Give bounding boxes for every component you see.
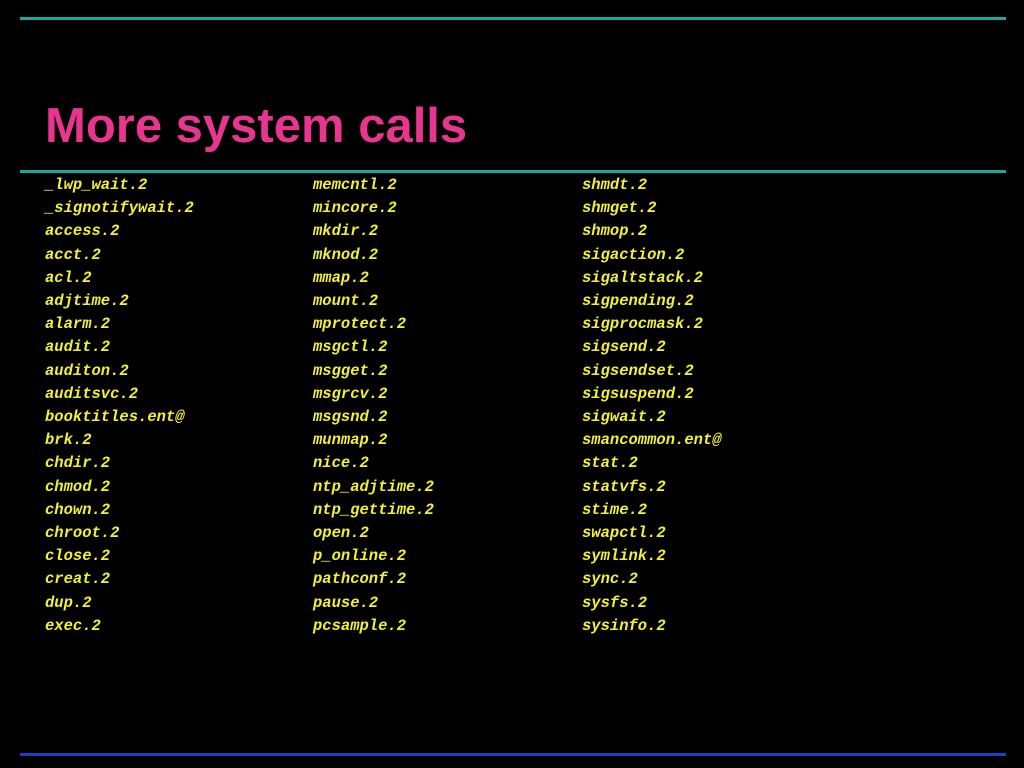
syscall-item: sigsend.2 xyxy=(582,338,666,357)
syscall-item: mkdir.2 xyxy=(313,222,379,241)
syscall-column-2: memcntl.2 mincore.2 mkdir.2 mknod.2 mmap.2 mo… xyxy=(313,174,434,638)
syscall-item: stat.2 xyxy=(582,454,638,473)
syscall-item: shmget.2 xyxy=(582,199,657,218)
syscall-item: mincore.2 xyxy=(313,199,397,218)
syscall-item: munmap.2 xyxy=(313,431,388,450)
syscall-item: mknod.2 xyxy=(313,245,379,264)
syscall-item: memcntl.2 xyxy=(313,176,397,194)
syscall-item: msgrcv.2 xyxy=(313,384,388,403)
syscall-item: sysfs.2 xyxy=(582,593,648,612)
syscall-item: sigaction.2 xyxy=(582,245,685,264)
syscall-item: ntp_adjtime.2 xyxy=(313,477,434,496)
syscall-item: close.2 xyxy=(45,547,111,566)
syscall-item: _signotifywait.2 xyxy=(45,199,194,218)
syscall-item: dup.2 xyxy=(45,593,92,612)
syscall-item: sigaltstack.2 xyxy=(582,268,703,287)
syscall-item: mprotect.2 xyxy=(313,315,407,334)
syscall-item: sigprocmask.2 xyxy=(582,315,703,334)
syscall-item: msgsnd.2 xyxy=(313,408,388,427)
syscall-item: msgctl.2 xyxy=(313,338,388,357)
syscall-item: sigwait.2 xyxy=(582,408,666,427)
syscall-item: p_online.2 xyxy=(313,547,407,566)
syscall-item: booktitles.ent@ xyxy=(45,408,185,427)
syscall-item: auditsvc.2 xyxy=(45,384,139,403)
syscall-item: sysinfo.2 xyxy=(582,616,666,635)
syscall-item: chmod.2 xyxy=(45,477,111,496)
syscall-item: _lwp_wait.2 xyxy=(45,176,148,194)
syscall-item: nice.2 xyxy=(313,454,369,473)
syscall-item: chdir.2 xyxy=(45,454,111,473)
syscall-item: swapctl.2 xyxy=(582,524,666,543)
syscall-item: adjtime.2 xyxy=(45,292,129,311)
syscall-item: sigsendset.2 xyxy=(582,361,694,380)
slide-title: More system calls xyxy=(45,99,468,153)
syscall-item: alarm.2 xyxy=(45,315,111,334)
syscall-item: mount.2 xyxy=(313,292,379,311)
syscall-item: chown.2 xyxy=(45,500,111,519)
syscall-item: sigpending.2 xyxy=(582,292,694,311)
syscall-item: open.2 xyxy=(313,524,369,543)
syscall-item: msgget.2 xyxy=(313,361,388,380)
syscall-item: pathconf.2 xyxy=(313,570,407,589)
syscall-item: stime.2 xyxy=(582,500,648,519)
syscall-item: shmdt.2 xyxy=(582,176,648,194)
bottom-divider xyxy=(20,753,1006,756)
syscall-item: acct.2 xyxy=(45,245,101,264)
syscall-item: pcsample.2 xyxy=(313,616,407,635)
top-divider xyxy=(20,17,1006,20)
syscall-item: smancommon.ent@ xyxy=(582,431,722,450)
syscall-item: statvfs.2 xyxy=(582,477,666,496)
syscall-item: audit.2 xyxy=(45,338,111,357)
syscall-item: auditon.2 xyxy=(45,361,129,380)
syscall-item: access.2 xyxy=(45,222,120,241)
syscall-item: acl.2 xyxy=(45,268,92,287)
syscall-item: pause.2 xyxy=(313,593,379,612)
syscall-column-3: shmdt.2 shmget.2 shmop.2 sigaction.2 sigalts… xyxy=(582,174,722,638)
syscall-item: chroot.2 xyxy=(45,524,120,543)
syscall-column-1: _lwp_wait.2 _signotifywait.2 access.2 acct.… xyxy=(45,174,194,638)
syscall-item: shmop.2 xyxy=(582,222,648,241)
syscall-item: exec.2 xyxy=(45,616,101,635)
syscall-item: brk.2 xyxy=(45,431,92,450)
title-divider xyxy=(20,170,1006,173)
syscall-item: symlink.2 xyxy=(582,547,666,566)
syscall-item: mmap.2 xyxy=(313,268,369,287)
syscall-item: sync.2 xyxy=(582,570,638,589)
syscall-item: ntp_gettime.2 xyxy=(313,500,434,519)
syscall-item: creat.2 xyxy=(45,570,111,589)
syscall-item: sigsuspend.2 xyxy=(582,384,694,403)
